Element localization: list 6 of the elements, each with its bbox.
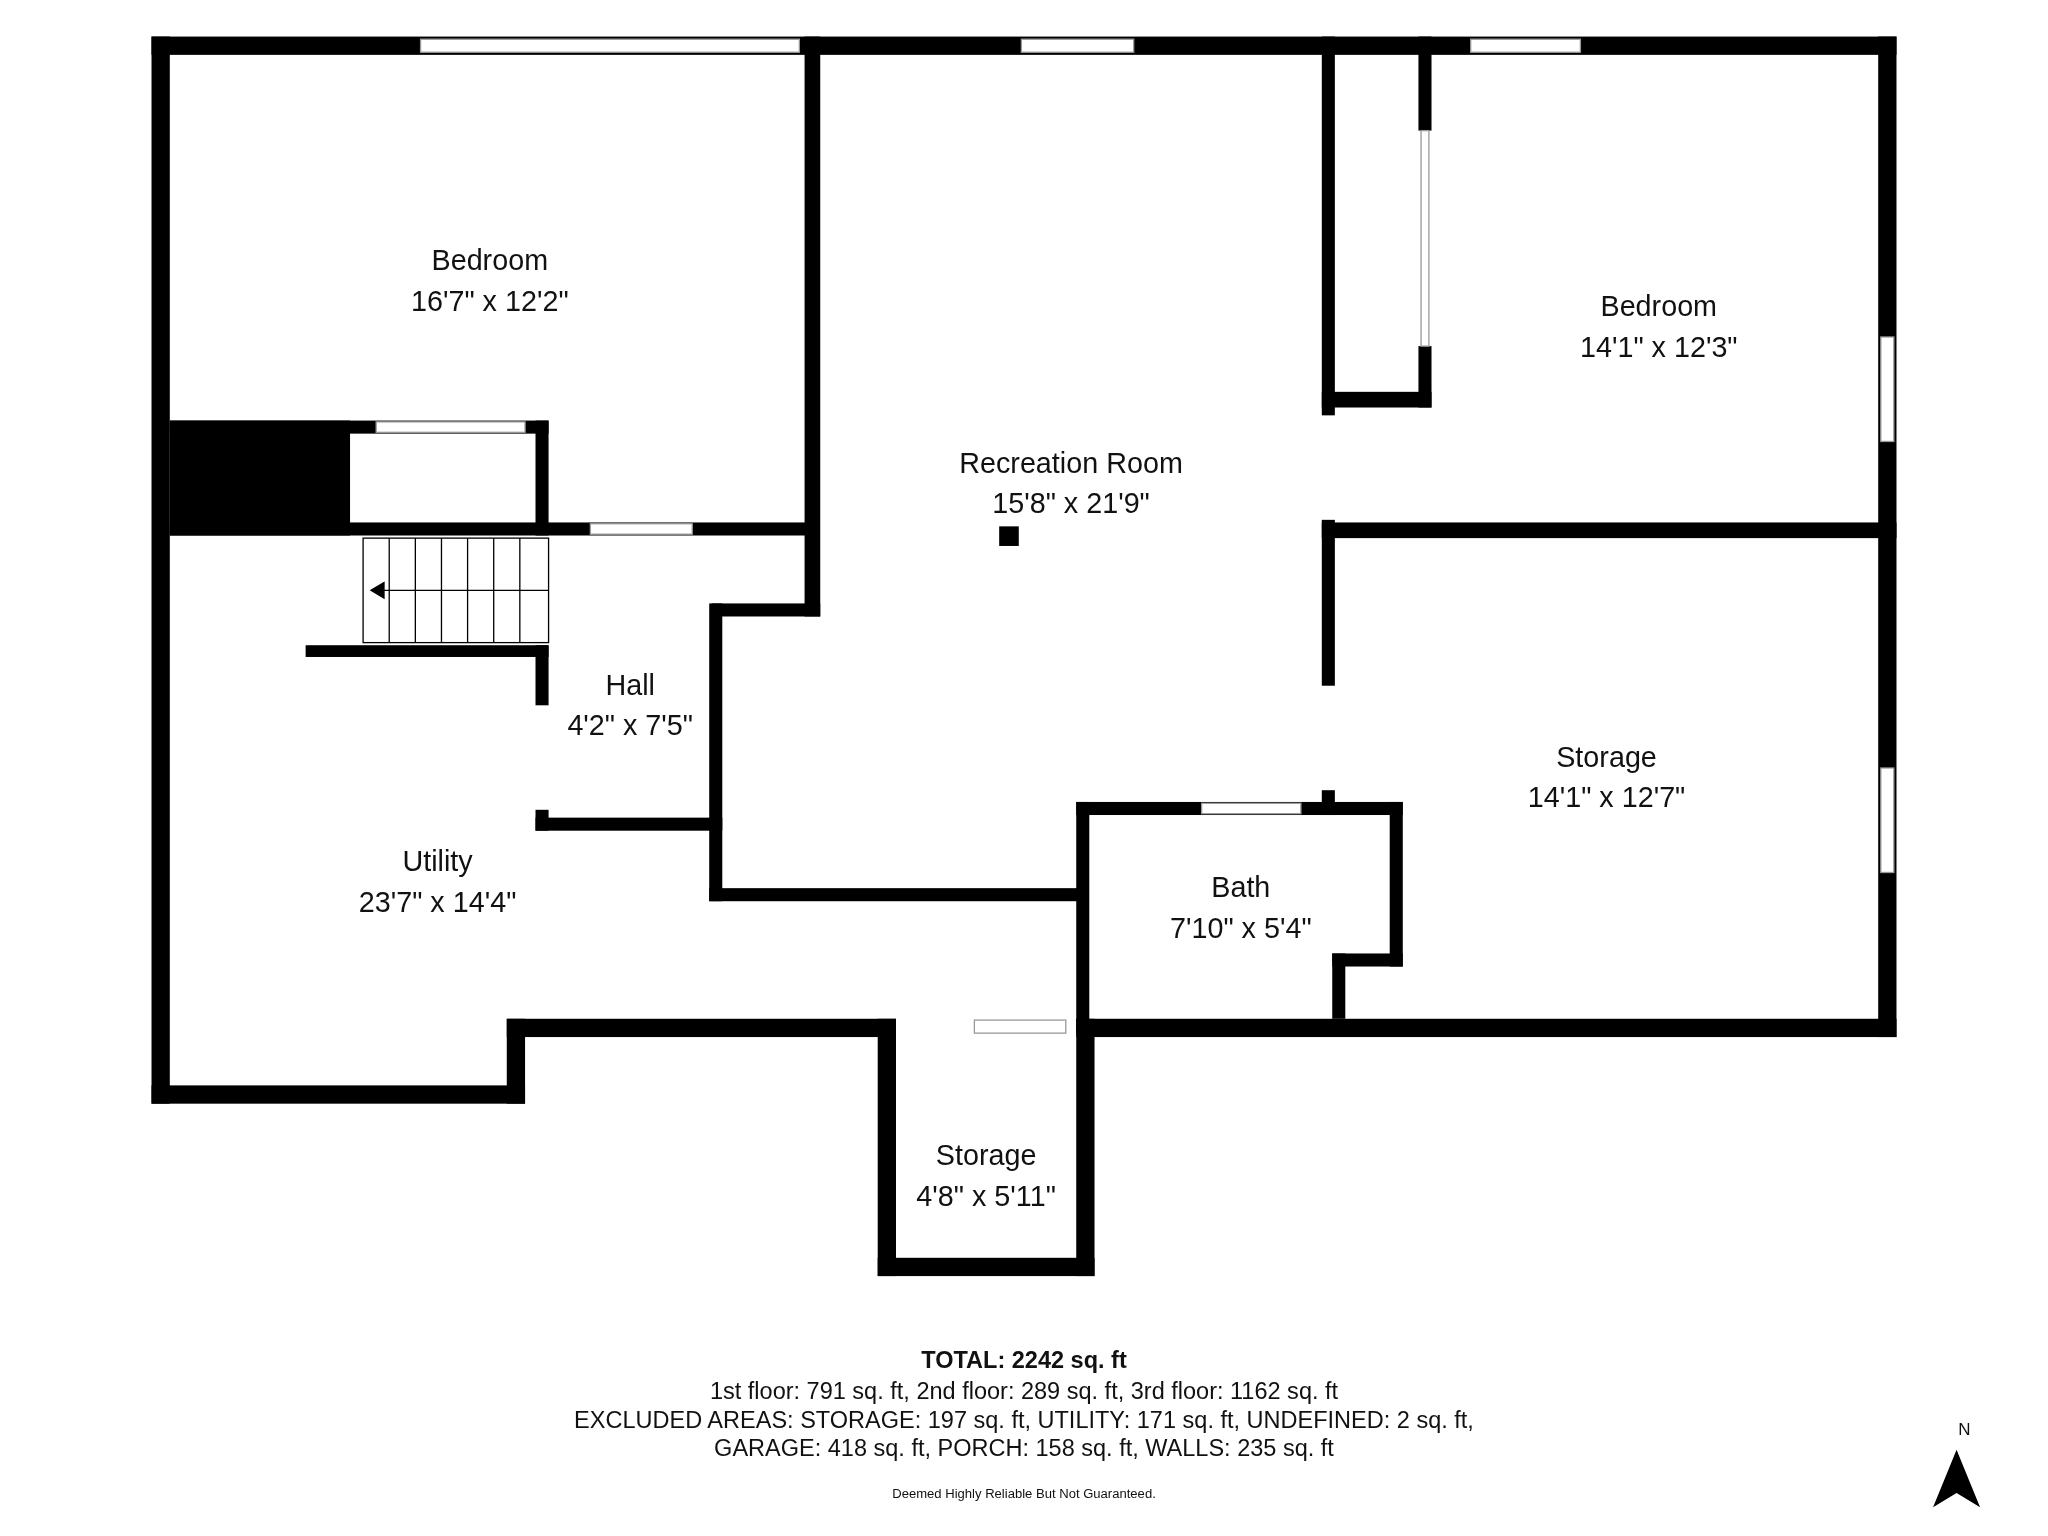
- excluded-areas-note: EXCLUDED AREAS: STORAGE: 197 sq. ft, UTILITY: 171 sq. ft, UNDEFINED: 2 sq. ft,: [574, 1406, 1474, 1435]
- disclaimer-note: Deemed Highly Reliable But Not Guaranteed.: [892, 1486, 1156, 1501]
- floor-areas-note: 1st floor: 791 sq. ft, 2nd floor: 289 sq. ft, 3rd floor: 1162 sq. ft: [709, 1377, 1339, 1406]
- area-total: TOTAL: 2242 sq. ft: [921, 1346, 1127, 1375]
- north-label: N: [1958, 1419, 1971, 1440]
- excluded-areas-note: GARAGE: 418 sq. ft, PORCH: 158 sq. ft, WALLS: 235 sq. ft: [714, 1435, 1334, 1463]
